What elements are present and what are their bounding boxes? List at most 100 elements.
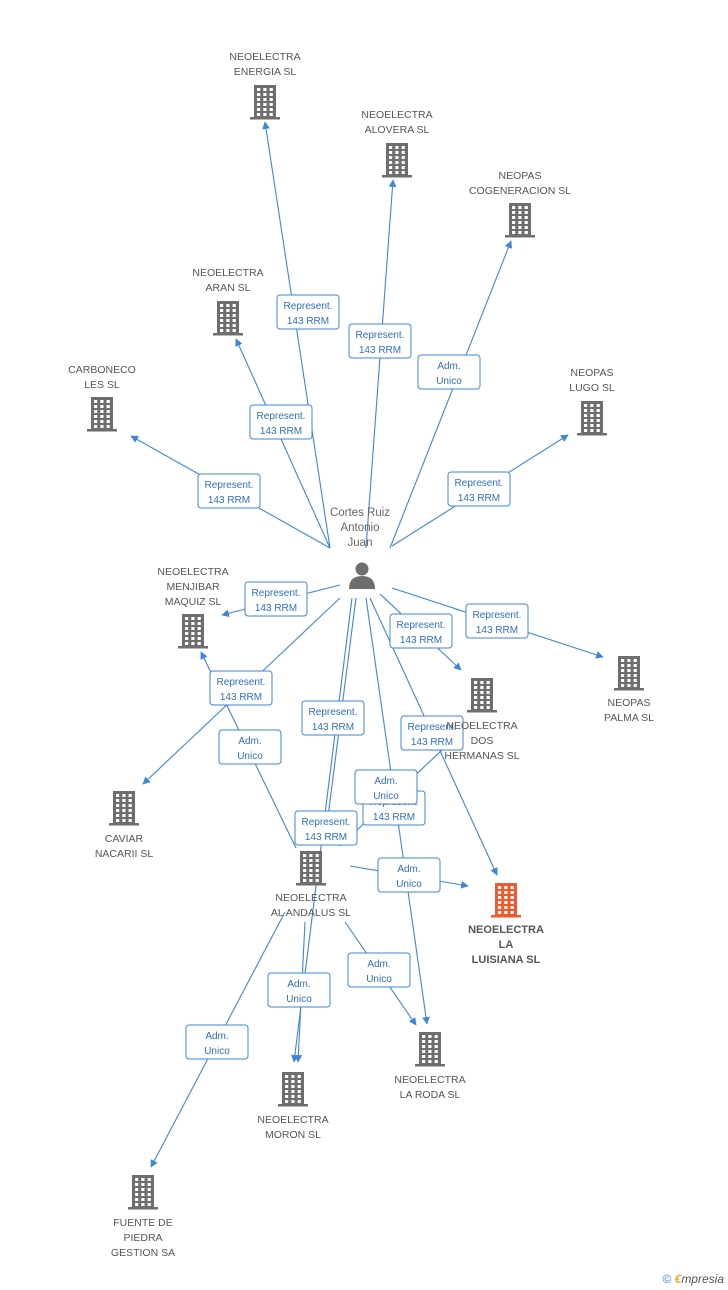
building-icon[interactable] <box>491 883 521 918</box>
company-label[interactable]: MORON SL <box>265 1129 321 1141</box>
edge-label[interactable]: Represent.143 RRM <box>389 613 453 649</box>
building-icon[interactable] <box>577 401 607 436</box>
company-label[interactable]: LUGO SL <box>569 382 615 394</box>
company-label[interactable]: ENERGIA SL <box>234 66 297 78</box>
company-label[interactable]: NEOELECTRA <box>468 924 544 936</box>
edge-label[interactable]: Represent.143 RRM <box>294 810 358 846</box>
edge-label-text: 143 RRM <box>400 635 442 646</box>
company-label[interactable]: LUISIANA SL <box>472 954 541 966</box>
company-label[interactable]: GESTION SA <box>111 1247 175 1259</box>
edge-label[interactable]: Represent.143 RRM <box>465 603 529 639</box>
building-window <box>498 911 502 914</box>
edge-label-box[interactable] <box>465 603 529 639</box>
building-icon[interactable] <box>296 851 326 886</box>
building-window <box>401 161 405 164</box>
edge-label[interactable]: Represent.143 RRM <box>400 715 464 751</box>
company-label[interactable]: MAQUIZ SL <box>165 596 222 608</box>
edge-label[interactable]: Adm.Unico <box>185 1024 249 1060</box>
edge-label[interactable]: Represent.143 RRM <box>348 323 412 359</box>
building-icon[interactable] <box>382 143 412 178</box>
edge-label[interactable]: Represent.143 RRM <box>244 581 308 617</box>
company-label[interactable]: NEOELECTRA <box>275 892 346 904</box>
building-window <box>257 103 261 106</box>
building-icon[interactable] <box>213 301 243 336</box>
building-icon[interactable] <box>415 1032 445 1067</box>
edge-label-box[interactable] <box>447 471 511 507</box>
edge-label-box[interactable] <box>218 729 282 765</box>
edge-label[interactable]: Represent.143 RRM <box>209 670 273 706</box>
company-label[interactable]: ALOVERA SL <box>365 124 430 136</box>
building-window <box>297 1100 301 1103</box>
company-label[interactable]: NEOELECTRA <box>446 720 517 732</box>
building-icon[interactable] <box>109 791 139 826</box>
edge-label-box[interactable] <box>276 294 340 330</box>
edge-label[interactable]: Adm.Unico <box>417 354 481 390</box>
company-label[interactable]: LES SL <box>84 379 120 391</box>
company-label[interactable]: CARBONECO <box>68 364 136 376</box>
company-label[interactable]: NEOELECTRA <box>157 566 228 578</box>
edge-label-box[interactable] <box>347 952 411 988</box>
company-label[interactable]: NEOELECTRA <box>394 1074 465 1086</box>
edge-label-box[interactable] <box>354 769 418 805</box>
company-label[interactable]: AL ANDALUS SL <box>271 907 351 919</box>
company-label[interactable]: NEOPAS <box>499 170 542 182</box>
building-icon[interactable] <box>178 614 208 649</box>
company-label[interactable]: ARAN SL <box>206 282 251 294</box>
edge-label-box[interactable] <box>301 700 365 736</box>
edge-label[interactable]: Adm.Unico <box>267 972 331 1008</box>
company-label[interactable]: LA <box>499 939 514 951</box>
building-window <box>116 809 120 812</box>
company-label[interactable]: CAVIAR <box>105 833 144 845</box>
edge-label[interactable]: Adm.Unico <box>218 729 282 765</box>
building-window <box>474 701 478 704</box>
edge-label-box[interactable] <box>400 715 464 751</box>
edge-label[interactable]: Adm.Unico <box>377 857 441 893</box>
building-icon[interactable] <box>467 678 497 713</box>
company-label[interactable]: NEOELECTRA <box>257 1114 328 1126</box>
company-label[interactable]: LA RODA SL <box>400 1089 461 1101</box>
building-window <box>257 98 261 101</box>
company-label[interactable]: PIEDRA <box>123 1232 162 1244</box>
edge-label-box[interactable] <box>389 613 453 649</box>
company-label[interactable]: HERMANAS SL <box>444 750 519 762</box>
company-label[interactable]: NEOELECTRA <box>361 109 432 121</box>
company-label[interactable]: NEOELECTRA <box>229 51 300 63</box>
edge-label[interactable]: Adm.Unico <box>347 952 411 988</box>
building-icon[interactable] <box>614 656 644 691</box>
edge-label-box[interactable] <box>185 1024 249 1060</box>
edge-label[interactable]: Adm.Unico <box>354 769 418 805</box>
edge-label[interactable]: Represent.143 RRM <box>197 473 261 509</box>
person-name[interactable]: Juan <box>348 537 373 549</box>
building-icon[interactable] <box>87 397 117 432</box>
building-icon[interactable] <box>250 85 280 120</box>
company-label[interactable]: FUENTE DE <box>113 1217 173 1229</box>
edge-label-box[interactable] <box>249 404 313 440</box>
building-icon[interactable] <box>128 1175 158 1210</box>
company-label[interactable]: NEOPAS <box>571 367 614 379</box>
company-label[interactable]: PALMA SL <box>604 712 654 724</box>
edge-label[interactable]: Represent.143 RRM <box>249 404 313 440</box>
building-icon[interactable] <box>278 1072 308 1107</box>
person-name[interactable]: Cortes Ruiz <box>330 507 390 519</box>
edge-label-box[interactable] <box>267 972 331 1008</box>
edge-label-box[interactable] <box>197 473 261 509</box>
company-label[interactable]: MENJIBAR <box>166 581 220 593</box>
building-icon[interactable] <box>505 203 535 238</box>
company-label[interactable]: NACARII SL <box>95 848 154 860</box>
edge-label-box[interactable] <box>244 581 308 617</box>
company-label[interactable]: COGENERACION SL <box>469 185 571 197</box>
edge-label-box[interactable] <box>209 670 273 706</box>
brand-name[interactable]: mpresia <box>681 1272 724 1286</box>
company-label[interactable]: NEOELECTRA <box>192 267 263 279</box>
person-name[interactable]: Antonio <box>340 522 379 534</box>
edge-label-box[interactable] <box>377 857 441 893</box>
edge-label-box[interactable] <box>294 810 358 846</box>
company-label[interactable]: NEOPAS <box>608 697 651 709</box>
edge-label[interactable]: Represent.143 RRM <box>301 700 365 736</box>
edge-label-box[interactable] <box>348 323 412 359</box>
company-label[interactable]: DOS <box>471 735 494 747</box>
edge-label-box[interactable] <box>417 354 481 390</box>
person-icon[interactable] <box>349 562 375 590</box>
edge-label[interactable]: Represent.143 RRM <box>447 471 511 507</box>
edge-label[interactable]: Represent.143 RRM <box>276 294 340 330</box>
